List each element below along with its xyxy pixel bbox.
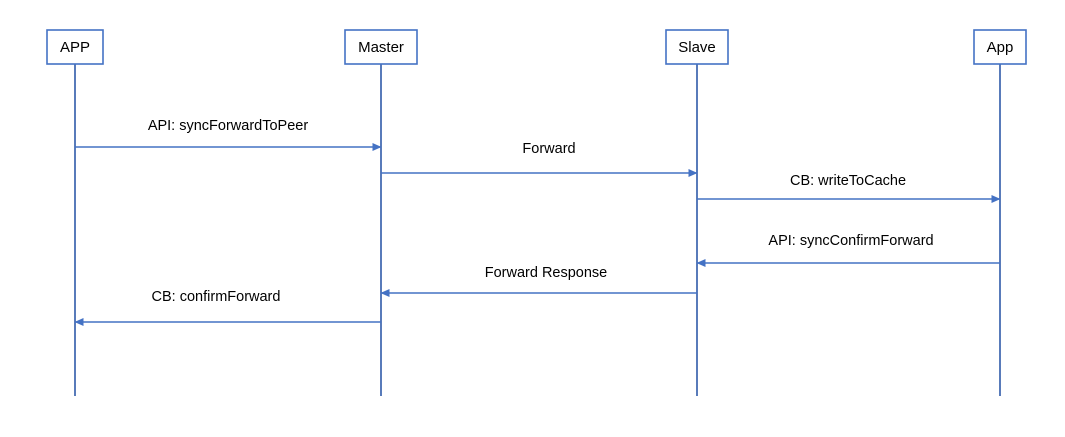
participant-box-app_left[interactable] xyxy=(46,29,104,65)
participant-label-app_right: App xyxy=(987,39,1014,56)
participant-master[interactable]: Master xyxy=(344,29,418,396)
participant-app_right[interactable]: App xyxy=(973,29,1027,396)
message-label-msg-1: API: syncForwardToPeer xyxy=(148,118,309,134)
participant-label-app_left: APP xyxy=(60,39,90,56)
participant-box-app_right[interactable] xyxy=(973,29,1027,65)
message-msg-2[interactable]: Forward xyxy=(381,141,698,177)
participant-box-master[interactable] xyxy=(344,29,418,65)
message-msg-3[interactable]: CB: writeToCache xyxy=(697,173,1001,203)
message-msg-4[interactable]: API: syncConfirmForward xyxy=(696,233,1000,267)
message-label-msg-2: Forward xyxy=(522,141,575,157)
message-label-msg-6: CB: confirmForward xyxy=(152,289,281,305)
message-msg-1[interactable]: API: syncForwardToPeer xyxy=(75,118,382,151)
participant-label-master: Master xyxy=(358,39,404,56)
participant-label-slave: Slave xyxy=(678,39,716,56)
lifelines-group: APP Master Slave App xyxy=(46,29,1027,396)
message-msg-6[interactable]: CB: confirmForward xyxy=(74,289,381,326)
participant-box-slave[interactable] xyxy=(665,29,729,65)
participant-slave[interactable]: Slave xyxy=(665,29,729,396)
message-label-msg-4: API: syncConfirmForward xyxy=(768,233,933,249)
message-label-msg-3: CB: writeToCache xyxy=(790,173,906,189)
participant-app_left[interactable]: APP xyxy=(46,29,104,396)
message-msg-5[interactable]: Forward Response xyxy=(380,265,697,297)
message-label-msg-5: Forward Response xyxy=(485,265,608,281)
